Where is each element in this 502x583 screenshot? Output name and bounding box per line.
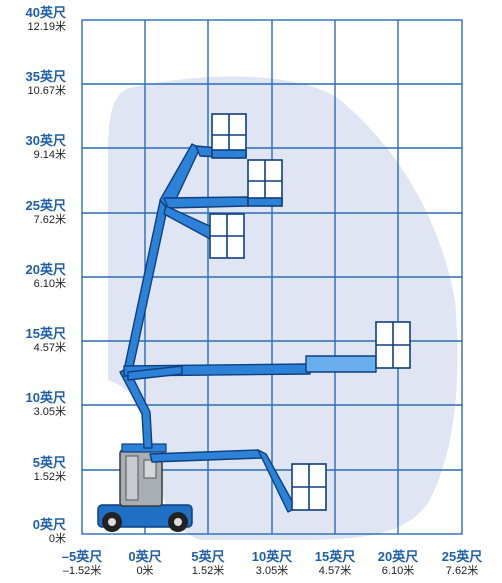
y-tick-m: 3.05米 (33, 406, 66, 418)
platform-mid (209, 213, 245, 259)
x-tick-ft: 5英尺 (191, 549, 225, 564)
y-tick-label: 30英尺 9.14米 (4, 134, 66, 162)
working-envelope (108, 76, 458, 540)
x-tick-m: 1.52米 (191, 565, 225, 577)
y-tick-m: 7.62米 (33, 214, 66, 226)
y-tick-ft: 0英尺 (32, 517, 66, 532)
x-tick-ft: –5英尺 (61, 549, 103, 564)
x-tick-ft: 25英尺 (441, 549, 483, 564)
y-tick-label: 15英尺 4.57米 (4, 327, 66, 355)
x-tick-label: 5英尺 1.52米 (180, 550, 236, 578)
y-tick-m: 10.67米 (27, 85, 66, 97)
y-tick-label: 35英尺 10.67米 (4, 70, 66, 98)
platform-top (211, 113, 247, 159)
chassis (97, 443, 193, 532)
y-tick-m: 4.57米 (33, 342, 66, 354)
y-tick-m: 0米 (48, 533, 66, 545)
platform-low (291, 463, 327, 511)
y-tick-label: 20英尺 6.10米 (4, 263, 66, 291)
x-tick-m: 4.57米 (318, 565, 352, 577)
x-tick-m: 7.62米 (445, 565, 479, 577)
y-tick-label: 25英尺 7.62米 (4, 199, 66, 227)
x-tick-label: 25英尺 7.62米 (434, 550, 490, 578)
x-tick-m: 6.10米 (381, 565, 415, 577)
x-tick-ft: 0英尺 (128, 549, 162, 564)
x-tick-label: 10英尺 3.05米 (244, 550, 300, 578)
y-tick-ft: 40英尺 (25, 5, 66, 20)
y-tick-label: 40英尺 12.19米 (4, 6, 66, 34)
y-tick-m: 9.14米 (33, 149, 66, 161)
y-tick-ft: 20英尺 (25, 262, 66, 277)
x-tick-ft: 15英尺 (314, 549, 356, 564)
y-tick-label: 10英尺 3.05米 (4, 391, 66, 419)
x-tick-ft: 20英尺 (377, 549, 419, 564)
y-tick-m: 6.10米 (33, 278, 66, 290)
y-tick-ft: 35英尺 (25, 69, 66, 84)
y-tick-ft: 15英尺 (25, 326, 66, 341)
platform-horizontal (375, 321, 411, 369)
y-tick-ft: 25英尺 (25, 198, 66, 213)
x-tick-ft: 10英尺 (251, 549, 293, 564)
x-tick-label: 0英尺 0米 (117, 550, 173, 578)
platform-high (247, 159, 283, 207)
x-tick-m: –1.52米 (62, 565, 102, 577)
y-tick-label: 0英尺 0米 (4, 518, 66, 546)
y-tick-m: 1.52米 (33, 471, 66, 483)
y-tick-ft: 30英尺 (25, 133, 66, 148)
y-tick-ft: 5英尺 (32, 455, 66, 470)
x-tick-m: 3.05米 (255, 565, 289, 577)
x-tick-label: –5英尺 –1.52米 (54, 550, 110, 578)
x-tick-m: 0米 (136, 565, 154, 577)
y-tick-ft: 10英尺 (25, 390, 66, 405)
x-tick-label: 15英尺 4.57米 (307, 550, 363, 578)
boom-pose-horizontal (123, 355, 377, 381)
x-tick-label: 20英尺 6.10米 (370, 550, 426, 578)
y-tick-label: 5英尺 1.52米 (4, 456, 66, 484)
y-tick-m: 12.19米 (27, 21, 66, 33)
